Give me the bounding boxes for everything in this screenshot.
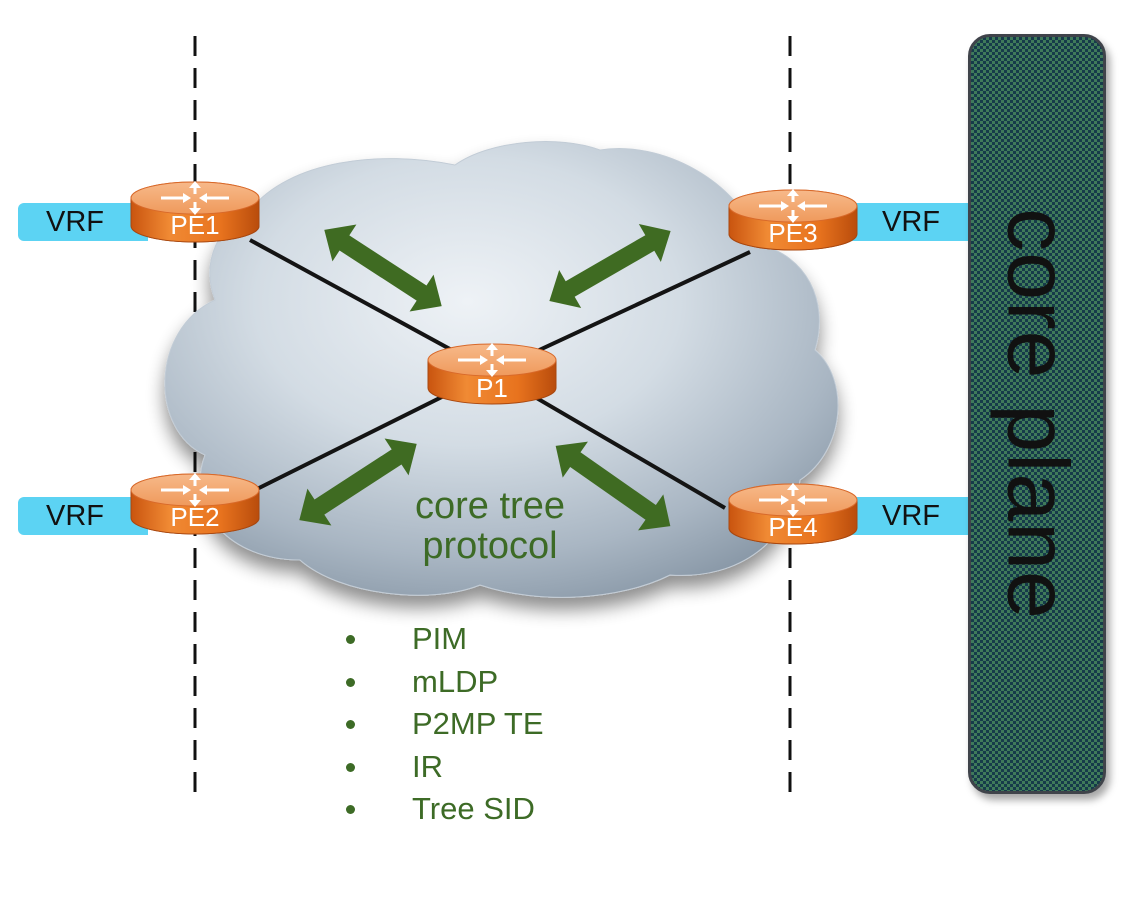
protocol-list: PIM mLDP P2MP TE IR Tree SID — [340, 618, 544, 831]
vrf-label-pe2: VRF — [18, 497, 148, 535]
core-tree-protocol-label: core tree protocol — [380, 486, 600, 566]
protocol-name: PIM — [412, 621, 468, 656]
router-label: P1 — [476, 373, 508, 403]
vrf-label-pe3: VRF — [852, 203, 972, 241]
core-plane-label: core plane — [989, 208, 1086, 620]
bullet-icon — [346, 720, 355, 729]
protocol-item: mLDP — [340, 661, 544, 704]
bullet-icon — [346, 677, 355, 687]
router-pe4[interactable]: PE4 — [727, 481, 859, 546]
protocol-name: Tree SID — [412, 791, 535, 826]
protocol-item: PIM — [340, 618, 544, 661]
cloud-label-line1: core tree — [415, 485, 565, 527]
double-arrow-icon-pe3 — [549, 223, 671, 309]
router-label: PE4 — [768, 512, 817, 542]
router-label: PE3 — [768, 218, 817, 248]
double-arrow-icon-pe1 — [324, 224, 442, 312]
router-pe2[interactable]: PE2 — [129, 471, 261, 536]
router-p1[interactable]: P1 — [426, 341, 558, 406]
vrf-label-pe1: VRF — [18, 203, 148, 241]
protocol-name: P2MP TE — [412, 706, 544, 741]
protocol-item: P2MP TE — [340, 703, 544, 746]
protocol-name: mLDP — [412, 663, 499, 699]
bullet-icon — [346, 762, 355, 772]
protocol-item: IR — [340, 746, 544, 789]
router-label: PE1 — [170, 210, 219, 240]
cloud-label-line2: protocol — [422, 525, 558, 567]
signaling-arrows — [299, 223, 671, 531]
core-plane-panel: core plane — [968, 34, 1106, 794]
bullet-icon — [346, 805, 355, 814]
double-arrow-icon-pe2 — [299, 438, 417, 526]
protocol-name: IR — [412, 748, 443, 784]
double-arrow-icon-pe4 — [555, 441, 671, 531]
bullet-icon — [346, 635, 355, 644]
vrf-label-pe4: VRF — [852, 497, 972, 535]
protocol-item: Tree SID — [340, 788, 544, 831]
router-pe1[interactable]: PE1 — [129, 179, 261, 244]
router-pe3[interactable]: PE3 — [727, 187, 859, 252]
router-label: PE2 — [170, 502, 219, 532]
